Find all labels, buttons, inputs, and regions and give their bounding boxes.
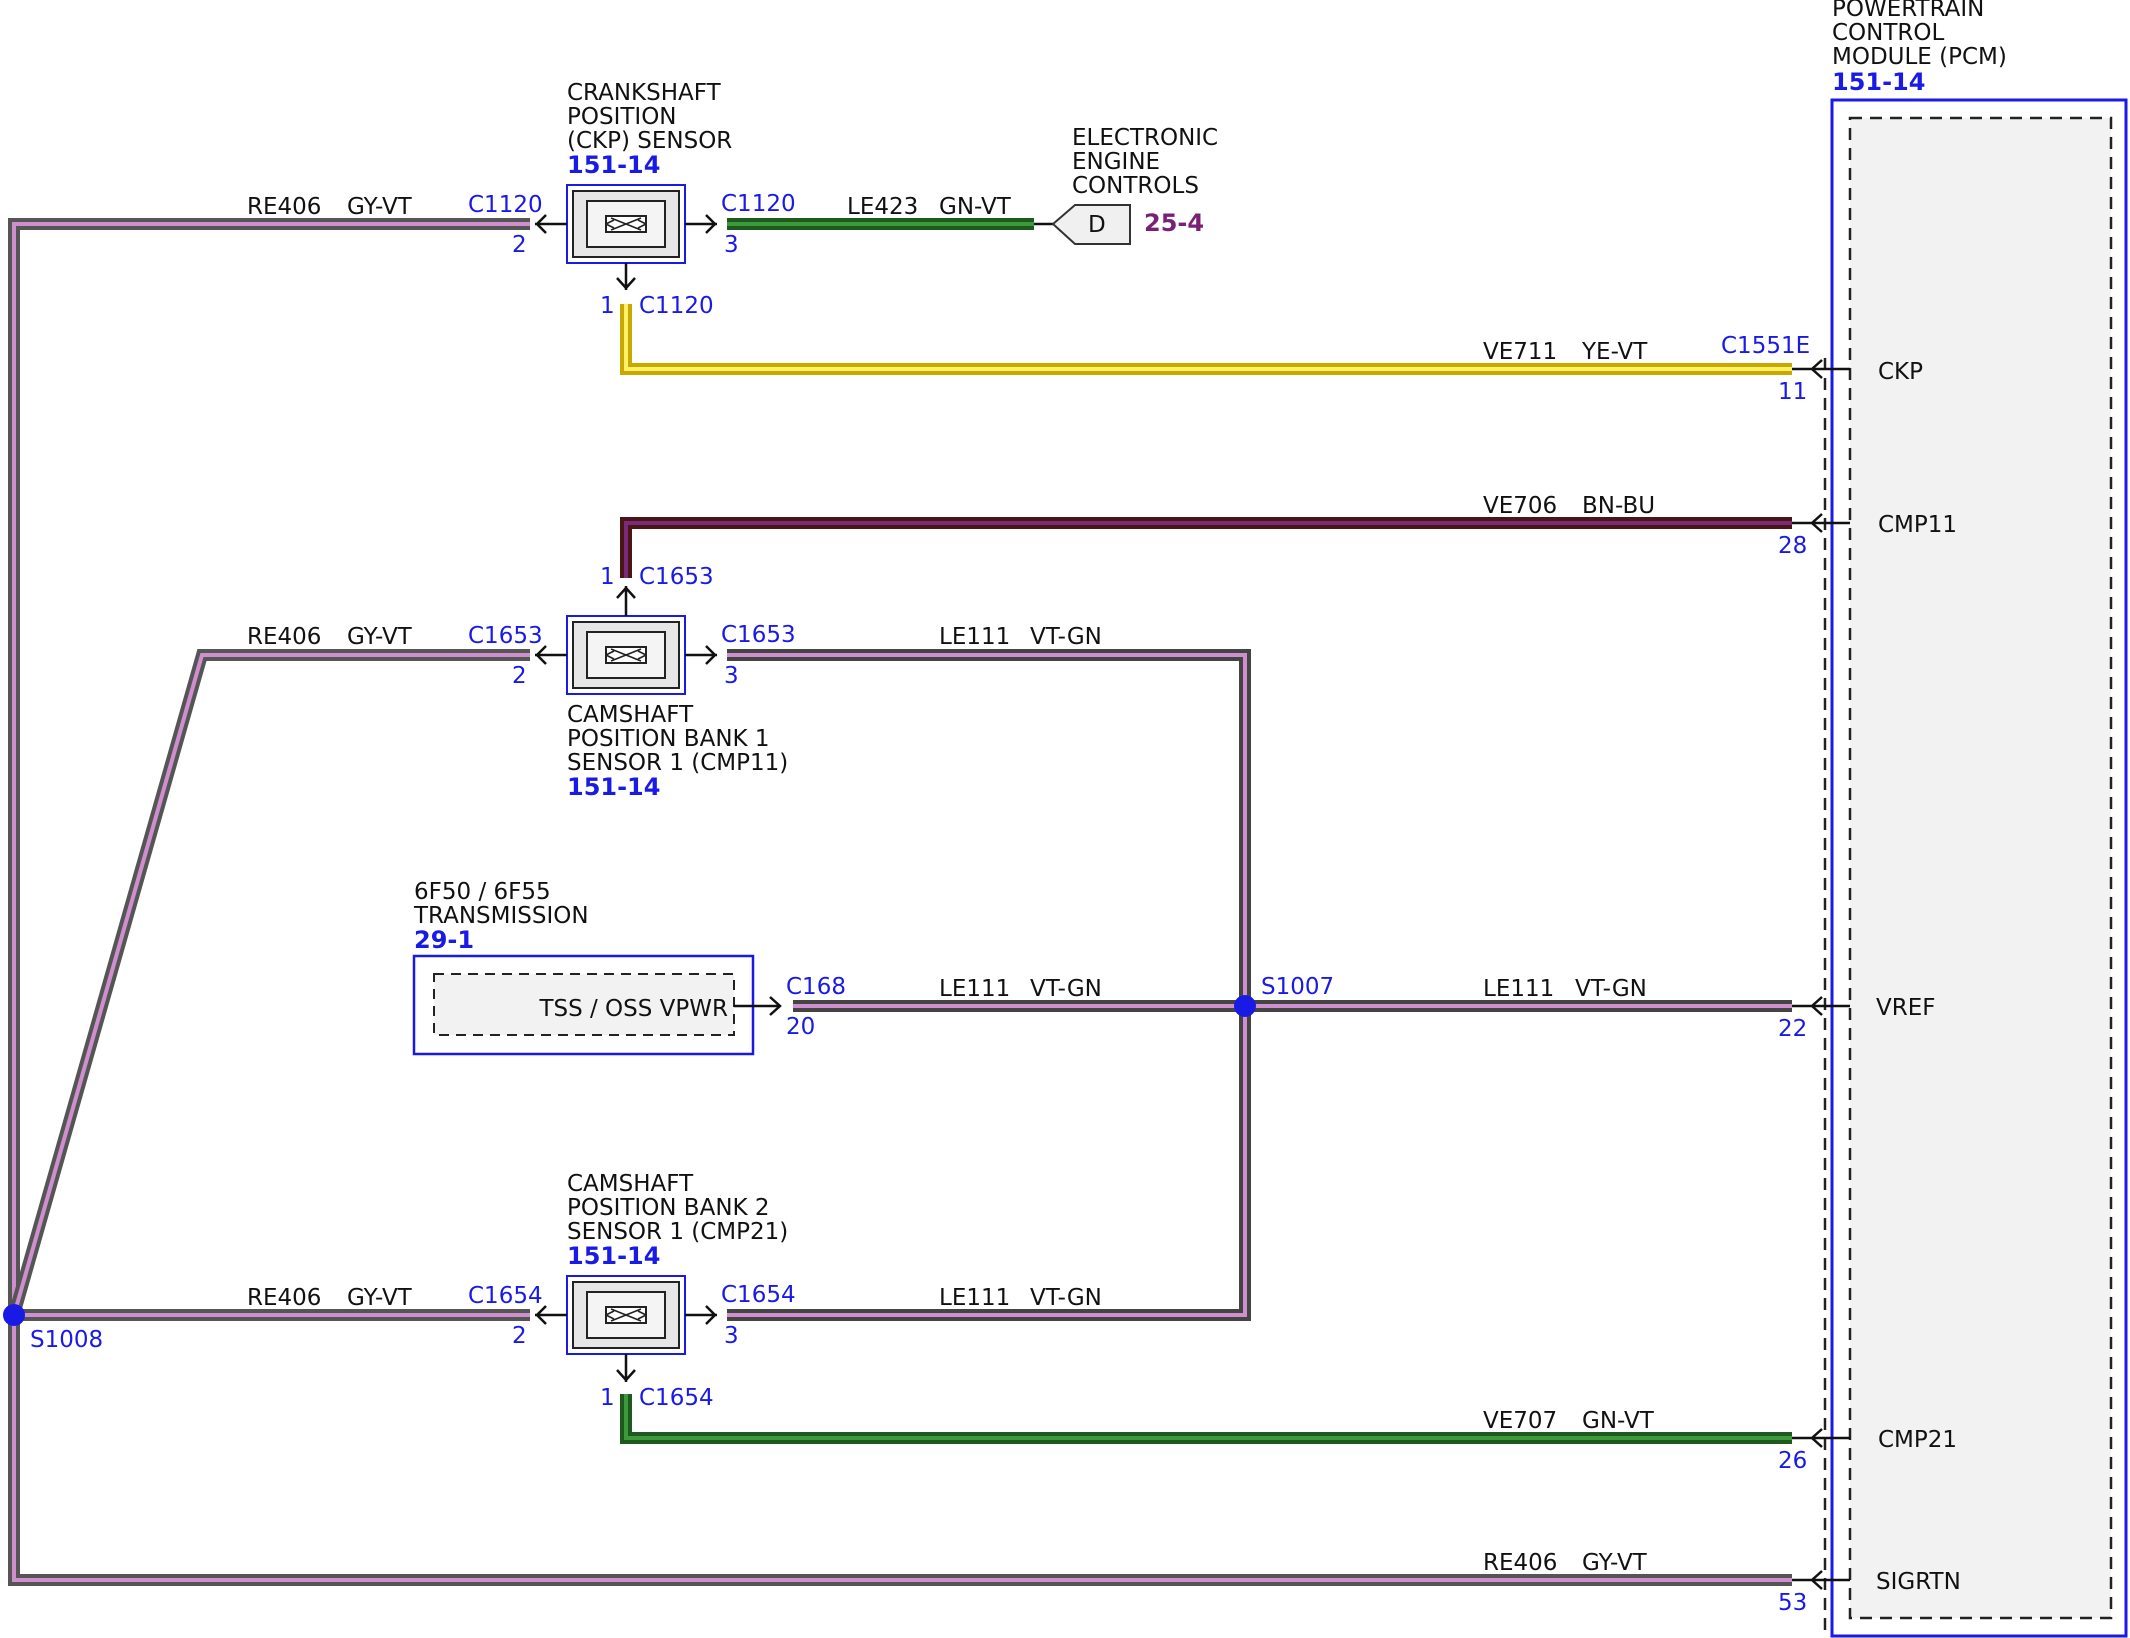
cmp21-connector-left: C1654 <box>468 1283 543 1309</box>
wire-label-le423-color: GN-VT <box>939 194 1012 220</box>
ckp-sensor[interactable] <box>535 184 717 290</box>
cmp11-pin-right: 3 <box>724 663 739 689</box>
pcm-title-line-1: POWERTRAIN <box>1832 0 1984 22</box>
pcm-connector-c1551e: C1551E <box>1721 333 1810 359</box>
cmp11-pin-top: 1 <box>600 564 615 590</box>
cmp11-connector-top: C1653 <box>639 564 714 590</box>
pcm-pin-cmp21: CMP21 <box>1878 1427 1957 1453</box>
wire-label-ve711-circuit: VE711 <box>1483 339 1557 365</box>
pcm-pin-number-22: 22 <box>1778 1016 1807 1042</box>
cmp21-pin-left: 2 <box>512 1323 527 1349</box>
transmission-title-line-1: 6F50 / 6F55 <box>414 879 551 905</box>
wire-label-le111-top-circuit: LE111 <box>939 624 1010 650</box>
cmp21-connector-right: C1654 <box>721 1282 796 1308</box>
wire-label-ve711-color: YE-VT <box>1581 339 1648 365</box>
eec-title-line-3: CONTROLS <box>1072 173 1199 199</box>
pcm-pin-number-53: 53 <box>1778 1590 1807 1616</box>
transmission-connector: C168 <box>786 974 846 1000</box>
pcm-pin-vref: VREF <box>1876 995 1935 1021</box>
cmp21-title-line-2: POSITION BANK 2 <box>567 1195 770 1221</box>
wire-label-le111-right-color: VT-GN <box>1575 976 1647 1002</box>
pcm-pin-number-28: 28 <box>1778 533 1807 559</box>
ckp-title-line-3: (CKP) SENSOR <box>567 128 732 154</box>
splice-s1007-label: S1007 <box>1261 974 1334 1000</box>
cmp11-title-line-2: POSITION BANK 1 <box>567 726 770 752</box>
eec-title-line-1: ELECTRONIC <box>1072 125 1218 151</box>
wire-label-ve706-color: BN-BU <box>1582 493 1655 519</box>
cmp11-sensor[interactable] <box>535 586 717 695</box>
wire-label-le111-mid-circuit: LE111 <box>939 976 1010 1002</box>
cmp21-sensor[interactable] <box>535 1275 717 1382</box>
eec-letter: D <box>1088 212 1106 238</box>
wire-label-re406-bottom-circuit: RE406 <box>1483 1550 1557 1576</box>
cmp21-pin-bottom: 1 <box>600 1385 615 1411</box>
wire-label-re406-mid-circuit: RE406 <box>247 624 321 650</box>
wire-label-ve707-color: GN-VT <box>1582 1408 1655 1434</box>
wire-label-re406-low-circuit: RE406 <box>247 1285 321 1311</box>
pcm-pin-number-26: 26 <box>1778 1448 1807 1474</box>
cmp21-connector-bottom: C1654 <box>639 1385 714 1411</box>
cmp11-title-line-3: SENSOR 1 (CMP11) <box>567 750 788 776</box>
transmission-inner-label: TSS / OSS VPWR <box>538 996 728 1022</box>
eec-ref[interactable]: 25-4 <box>1144 209 1204 237</box>
wire-ve707 <box>620 1394 1792 1444</box>
cmp21-ref[interactable]: 151-14 <box>567 1242 660 1270</box>
pcm-title-line-2: CONTROL <box>1832 20 1945 46</box>
cmp21-title-line-1: CAMSHAFT <box>567 1171 694 1197</box>
ckp-connector-left: C1120 <box>468 192 543 218</box>
wire-ve706 <box>620 517 1792 578</box>
cmp11-pin-left: 2 <box>512 663 527 689</box>
eec-title-line-2: ENGINE <box>1072 149 1160 175</box>
pcm-title-line-3: MODULE (PCM) <box>1832 44 2007 70</box>
transmission-pin: 20 <box>786 1014 815 1040</box>
transmission-title-line-2: TRANSMISSION <box>413 903 589 929</box>
wire-label-re406-low-color: GY-VT <box>347 1285 413 1311</box>
wire-label-re406-bottom-color: GY-VT <box>1582 1550 1648 1576</box>
wire-label-ve707-circuit: VE707 <box>1483 1408 1557 1434</box>
transmission-ref[interactable]: 29-1 <box>414 926 474 954</box>
cmp11-ref[interactable]: 151-14 <box>567 773 660 801</box>
cmp11-title-line-1: CAMSHAFT <box>567 702 694 728</box>
wire-label-le111-mid-color: VT-GN <box>1030 976 1102 1002</box>
ckp-title-line-1: CRANKSHAFT <box>567 80 722 106</box>
pcm-pin-cmp11: CMP11 <box>1878 512 1957 538</box>
wire-re406 <box>8 218 1792 1586</box>
wire-label-re406-top-color: GY-VT <box>347 194 413 220</box>
wire-label-le111-low-circuit: LE111 <box>939 1285 1010 1311</box>
cmp21-title-line-3: SENSOR 1 (CMP21) <box>567 1219 788 1245</box>
ckp-connector-right: C1120 <box>721 191 796 217</box>
splice-s1007-dot <box>1234 995 1256 1017</box>
pcm-pin-sigrtn: SIGRTN <box>1876 1569 1961 1595</box>
cmp11-connector-right: C1653 <box>721 622 796 648</box>
wire-label-re406-top-circuit: RE406 <box>247 194 321 220</box>
cmp21-pin-right: 3 <box>724 1323 739 1349</box>
wire-label-re406-mid-color: GY-VT <box>347 624 413 650</box>
pcm-pin-number-11: 11 <box>1778 379 1807 405</box>
wire-label-le111-right-circuit: LE111 <box>1483 976 1554 1002</box>
ckp-ref[interactable]: 151-14 <box>567 151 660 179</box>
ckp-title-line-2: POSITION <box>567 104 677 130</box>
splice-s1008-dot <box>3 1304 25 1326</box>
pcm-pin-ckp: CKP <box>1878 359 1923 385</box>
wire-label-le423-circuit: LE423 <box>847 194 918 220</box>
wire-ve711 <box>620 304 1792 375</box>
ckp-pin-right: 3 <box>724 232 739 258</box>
transmission-module[interactable] <box>412 954 782 1056</box>
pcm-module: POWERTRAIN CONTROL MODULE (PCM) 151-14 C… <box>1721 0 2128 1638</box>
eec-connector[interactable] <box>1034 204 1131 245</box>
wire-label-ve706-circuit: VE706 <box>1483 493 1557 519</box>
wire-label-le111-top-color: VT-GN <box>1030 624 1102 650</box>
wire-le111 <box>727 649 1792 1321</box>
splice-s1008-label: S1008 <box>30 1327 103 1353</box>
cmp11-connector-left: C1653 <box>468 623 543 649</box>
ckp-pin-left: 2 <box>512 232 527 258</box>
ckp-pin-bottom: 1 <box>600 293 615 319</box>
ckp-connector-bottom: C1120 <box>639 293 714 319</box>
wire-label-le111-low-color: VT-GN <box>1030 1285 1102 1311</box>
pcm-ref[interactable]: 151-14 <box>1832 68 1925 96</box>
pcm-pin-arrows <box>1792 359 1850 1590</box>
